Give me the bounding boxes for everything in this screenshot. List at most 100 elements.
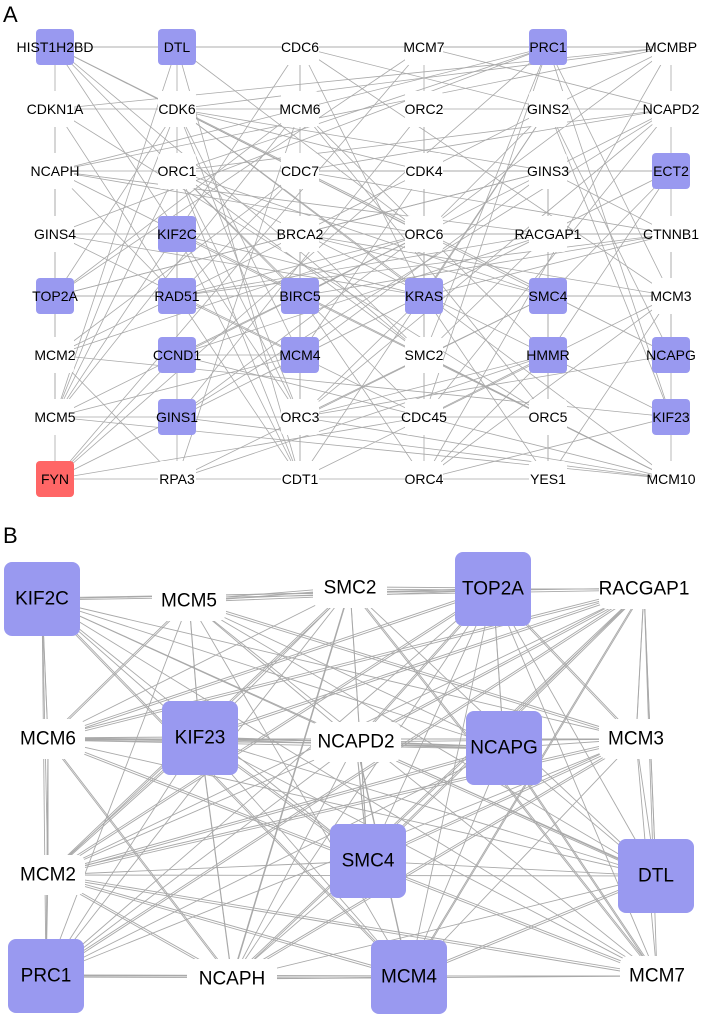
node-label: GINS3 <box>527 163 569 179</box>
network-edge <box>47 873 410 977</box>
node-box <box>529 461 567 497</box>
node-box <box>405 399 443 435</box>
network-edge <box>176 233 425 297</box>
network-edge <box>423 46 672 110</box>
node-label: BIRC5 <box>279 288 320 304</box>
node-label: HIST1H2BD <box>16 39 93 55</box>
node-cdk6: CDK6 <box>158 91 196 127</box>
node-ncapg: NCAPG <box>646 337 696 373</box>
node-box <box>162 701 238 775</box>
network-edge <box>231 741 357 980</box>
node-box <box>455 552 531 626</box>
node-kif23: KIF23 <box>162 701 238 775</box>
network-edge <box>423 295 672 480</box>
node-label: CDK6 <box>158 101 196 117</box>
network-edge <box>47 587 494 875</box>
node-box <box>405 216 443 252</box>
node-label: MCM2 <box>20 865 76 886</box>
node-label: KIF23 <box>652 409 690 425</box>
node-box <box>36 216 74 252</box>
network-edge <box>47 737 233 979</box>
node-label: CDC7 <box>281 163 319 179</box>
network-edge <box>408 876 657 979</box>
network-edge <box>45 589 645 978</box>
network-edge <box>367 860 657 877</box>
node-box <box>529 216 567 252</box>
network-edge <box>41 598 47 977</box>
network-edge <box>547 170 672 297</box>
network-edge <box>54 108 549 418</box>
node-racgap1: RACGAP1 <box>515 216 582 252</box>
node-label: ORC6 <box>405 226 444 242</box>
node-label: NCAPG <box>470 738 538 759</box>
node-smc2: SMC2 <box>313 568 387 608</box>
node-label: BRCA2 <box>277 226 324 242</box>
network-edge <box>423 108 672 418</box>
network-edge <box>299 354 672 418</box>
node-box <box>652 153 690 189</box>
node-label: MCM6 <box>279 101 320 117</box>
node-box <box>652 461 690 497</box>
node-label: CTNNB1 <box>643 226 699 242</box>
node-label: CDK4 <box>405 163 443 179</box>
network-edge <box>54 108 301 172</box>
node-box <box>311 722 401 762</box>
node-label: MCM7 <box>403 39 444 55</box>
node-label: PRC1 <box>529 39 567 55</box>
node-birc5: BIRC5 <box>279 278 321 314</box>
node-gins2: GINS2 <box>527 91 569 127</box>
node-label: CDC6 <box>281 39 319 55</box>
node-label: ORC3 <box>281 409 320 425</box>
network-edge <box>54 170 178 297</box>
network-edge <box>47 748 505 877</box>
panel-a-label: A <box>3 2 18 27</box>
node-gins4: GINS4 <box>34 216 76 252</box>
node-cdc6: CDC6 <box>281 29 319 65</box>
node-label: NCAPD2 <box>643 101 700 117</box>
network-edge <box>423 233 672 297</box>
node-mcm6: MCM6 <box>11 719 85 759</box>
network-edge <box>355 589 645 744</box>
network-edge <box>199 737 657 877</box>
network-edge <box>176 416 672 480</box>
node-label: KRAS <box>405 288 443 304</box>
node-ncaph: NCAPH <box>30 153 80 189</box>
node-box <box>618 839 694 913</box>
node-label: HMMR <box>526 347 570 363</box>
network-edge <box>45 588 494 977</box>
node-box <box>4 562 80 636</box>
node-smc4: SMC4 <box>529 278 568 314</box>
network-edge <box>176 233 549 297</box>
node-box <box>466 711 542 785</box>
panel-b-label: B <box>3 523 18 548</box>
node-mcm7: MCM7 <box>403 29 445 65</box>
node-label: MCM5 <box>34 409 75 425</box>
network-edge <box>547 108 672 356</box>
node-label: GINS1 <box>156 409 198 425</box>
network-edge <box>176 233 672 297</box>
node-label: TOP2A <box>462 579 524 600</box>
node-orc6: ORC6 <box>405 216 444 252</box>
network-edge <box>299 170 425 356</box>
node-label: GINS2 <box>527 101 569 117</box>
node-label: RPA3 <box>159 471 195 487</box>
network-edge <box>423 108 549 235</box>
node-smc4: SMC4 <box>330 824 406 898</box>
network-edge <box>231 587 645 979</box>
node-ctnnb1: CTNNB1 <box>643 216 699 252</box>
network-edge <box>41 598 658 977</box>
node-label: KIF2C <box>157 226 197 242</box>
node-box <box>36 461 74 497</box>
node-smc2: SMC2 <box>405 337 444 373</box>
node-box <box>599 719 673 759</box>
node-mcm4: MCM4 <box>371 940 447 1014</box>
node-label: ORC1 <box>158 163 197 179</box>
network-edge <box>176 354 425 418</box>
network-edge <box>408 738 637 978</box>
node-label: RACGAP1 <box>515 226 582 242</box>
network-edge <box>176 170 301 418</box>
panel-b-edges <box>41 586 658 981</box>
node-orc5: ORC5 <box>529 399 568 435</box>
